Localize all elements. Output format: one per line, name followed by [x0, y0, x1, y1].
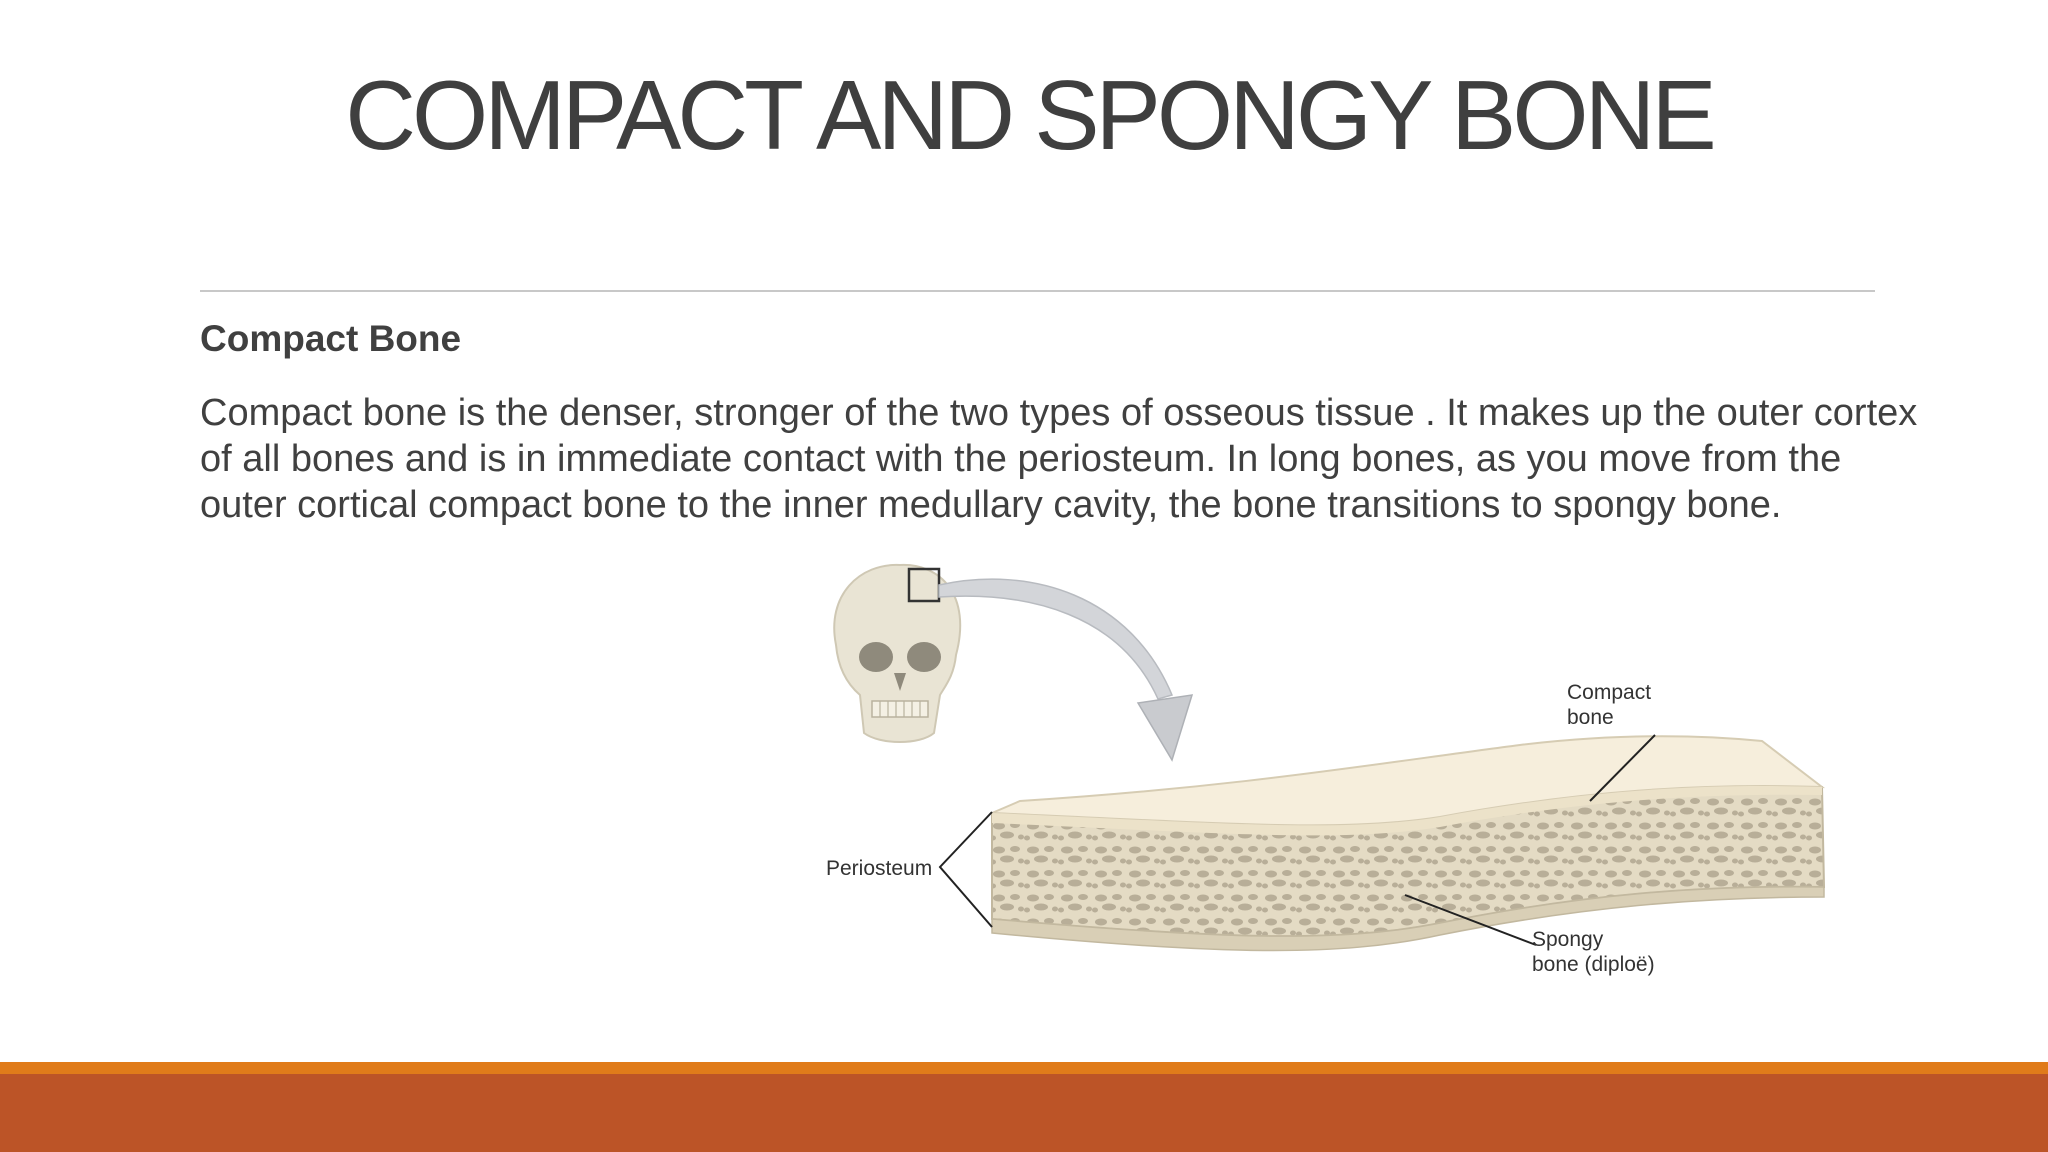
title-divider	[200, 290, 1875, 292]
footer-band	[0, 1074, 2048, 1152]
section-heading: Compact Bone	[200, 318, 462, 359]
skull-icon	[833, 563, 962, 743]
compact-bone-bottom	[991, 886, 1825, 952]
spongy-bone-label-line2: bone (diploë)	[1532, 953, 1655, 976]
curved-arrow-icon	[938, 578, 1194, 762]
footer-accent-stripe	[0, 1062, 2048, 1074]
body-paragraph: Compact bone is the denser, stronger of …	[200, 392, 1918, 526]
spongy-bone-label-line1: Spongy	[1532, 928, 1604, 951]
bone-illustration: Compact bone Periosteum Spongy bone (dip…	[820, 555, 1980, 1065]
compact-bone-edge	[992, 786, 1822, 836]
periosteum-callout-line	[938, 811, 993, 928]
periosteum-label: Periosteum	[826, 857, 932, 880]
slide-title: COMPACT AND SPONGY BONE	[345, 60, 1716, 170]
compact-bone-label-line2: bone	[1567, 706, 1614, 729]
compact-bone-label-line1: Compact	[1567, 681, 1651, 704]
spongy-callout-line	[1404, 894, 1537, 946]
bone-diagram-svg: Compact bone Periosteum Spongy bone (dip…	[826, 563, 1826, 976]
compact-callout-line	[1589, 734, 1656, 802]
